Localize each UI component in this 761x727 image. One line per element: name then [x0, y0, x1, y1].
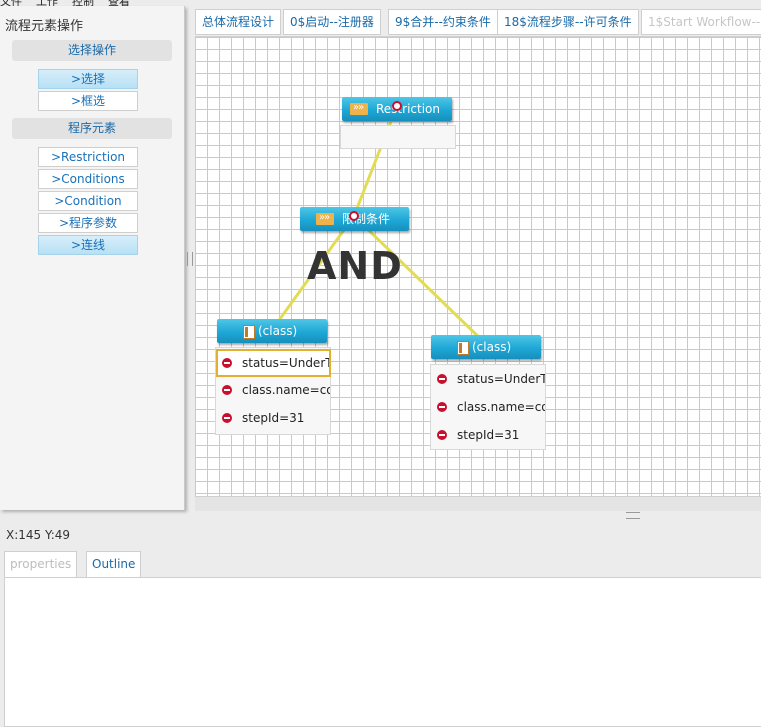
cursor-coordinates: X:145 Y:49 — [6, 528, 71, 542]
class-node-left-header[interactable]: (class) — [217, 319, 327, 343]
remove-icon[interactable] — [437, 430, 447, 440]
restriction-node-body — [340, 125, 456, 149]
class-icon — [457, 341, 469, 355]
class-icon — [243, 325, 255, 339]
connector-endpoint-restriction[interactable] — [392, 101, 402, 111]
menu-item-control[interactable]: 控制 — [72, 0, 94, 6]
remove-icon[interactable] — [222, 385, 232, 395]
canvas-horizontal-scrollbar[interactable] — [195, 496, 761, 511]
palette-marquee-button[interactable]: >框选 — [38, 91, 138, 111]
condition-row[interactable]: class.name=com — [218, 377, 330, 403]
condition-row[interactable]: class.name=com — [433, 394, 545, 420]
tab-overall-design[interactable]: 总体流程设计 — [195, 9, 282, 35]
tab-start-workflow[interactable]: 1$Start Workflow-- — [641, 9, 761, 35]
palette-select-button[interactable]: >选择 — [38, 69, 138, 89]
section-header-select: 选择操作 — [12, 40, 172, 61]
logical-operator-label: AND — [307, 244, 403, 288]
restriction-node-label: Restriction — [376, 102, 440, 116]
palette-title: 流程元素操作 — [5, 19, 84, 34]
class-node-right-body: status=UnderTest class.name=com stepId=3… — [430, 364, 546, 450]
remove-icon[interactable] — [222, 358, 232, 368]
class-node-right-label: (class) — [472, 340, 512, 354]
palette-conditions-button[interactable]: >Conditions — [38, 169, 138, 189]
arrow-icon — [316, 207, 334, 230]
menu-bar: 文件 工作 控制 查看 — [0, 0, 761, 6]
arrow-icon — [350, 97, 368, 120]
properties-panel — [4, 577, 761, 727]
palette-connection-button[interactable]: >连线 — [38, 235, 138, 255]
class-node-right-header[interactable]: (class) — [431, 335, 541, 359]
class-node-left-body: status=UnderTest class.name=com stepId=3… — [215, 347, 331, 435]
palette-restriction-button[interactable]: >Restriction — [38, 147, 138, 167]
tab-step-permission[interactable]: 18$流程步骤--许可条件 — [497, 9, 639, 35]
vertical-splitter-handle[interactable] — [187, 252, 193, 266]
class-node-left-label: (class) — [258, 324, 298, 338]
connector-endpoint-condition[interactable] — [349, 211, 359, 221]
tab-properties[interactable]: properties — [4, 551, 78, 577]
palette-condition-button[interactable]: >Condition — [38, 191, 138, 211]
tab-merge-constraint[interactable]: 9$合并--约束条件 — [388, 9, 498, 35]
horizontal-splitter-handle[interactable] — [626, 512, 640, 519]
remove-icon[interactable] — [437, 374, 447, 384]
menu-item-view[interactable]: 查看 — [108, 0, 130, 6]
menu-item-file[interactable]: 文件 — [0, 0, 22, 6]
palette-parameter-button[interactable]: >程序参数 — [38, 213, 138, 233]
remove-icon[interactable] — [222, 413, 232, 423]
condition-row[interactable]: stepId=31 — [218, 405, 330, 431]
tab-outline[interactable]: Outline — [86, 551, 142, 577]
connector-restriction-to-condition[interactable] — [352, 105, 399, 217]
menu-item-work[interactable]: 工作 — [36, 0, 58, 6]
condition-row[interactable]: stepId=31 — [433, 422, 545, 448]
element-palette: 流程元素操作 选择操作 >选择 >框选 程序元素 >Restriction >C… — [0, 6, 185, 510]
remove-icon[interactable] — [437, 402, 447, 412]
connector-condition-to-class-left[interactable] — [270, 215, 356, 331]
editor-tab-bar: 总体流程设计 0$启动--注册器 9$合并--约束条件 18$流程步骤--许可条… — [195, 9, 761, 35]
tab-start-registrar[interactable]: 0$启动--注册器 — [283, 9, 381, 35]
connector-condition-to-class-right[interactable] — [352, 214, 490, 348]
condition-row[interactable]: status=UnderTest — [216, 349, 331, 377]
section-header-elements: 程序元素 — [12, 118, 172, 139]
condition-row[interactable]: status=UnderTest — [433, 366, 545, 392]
